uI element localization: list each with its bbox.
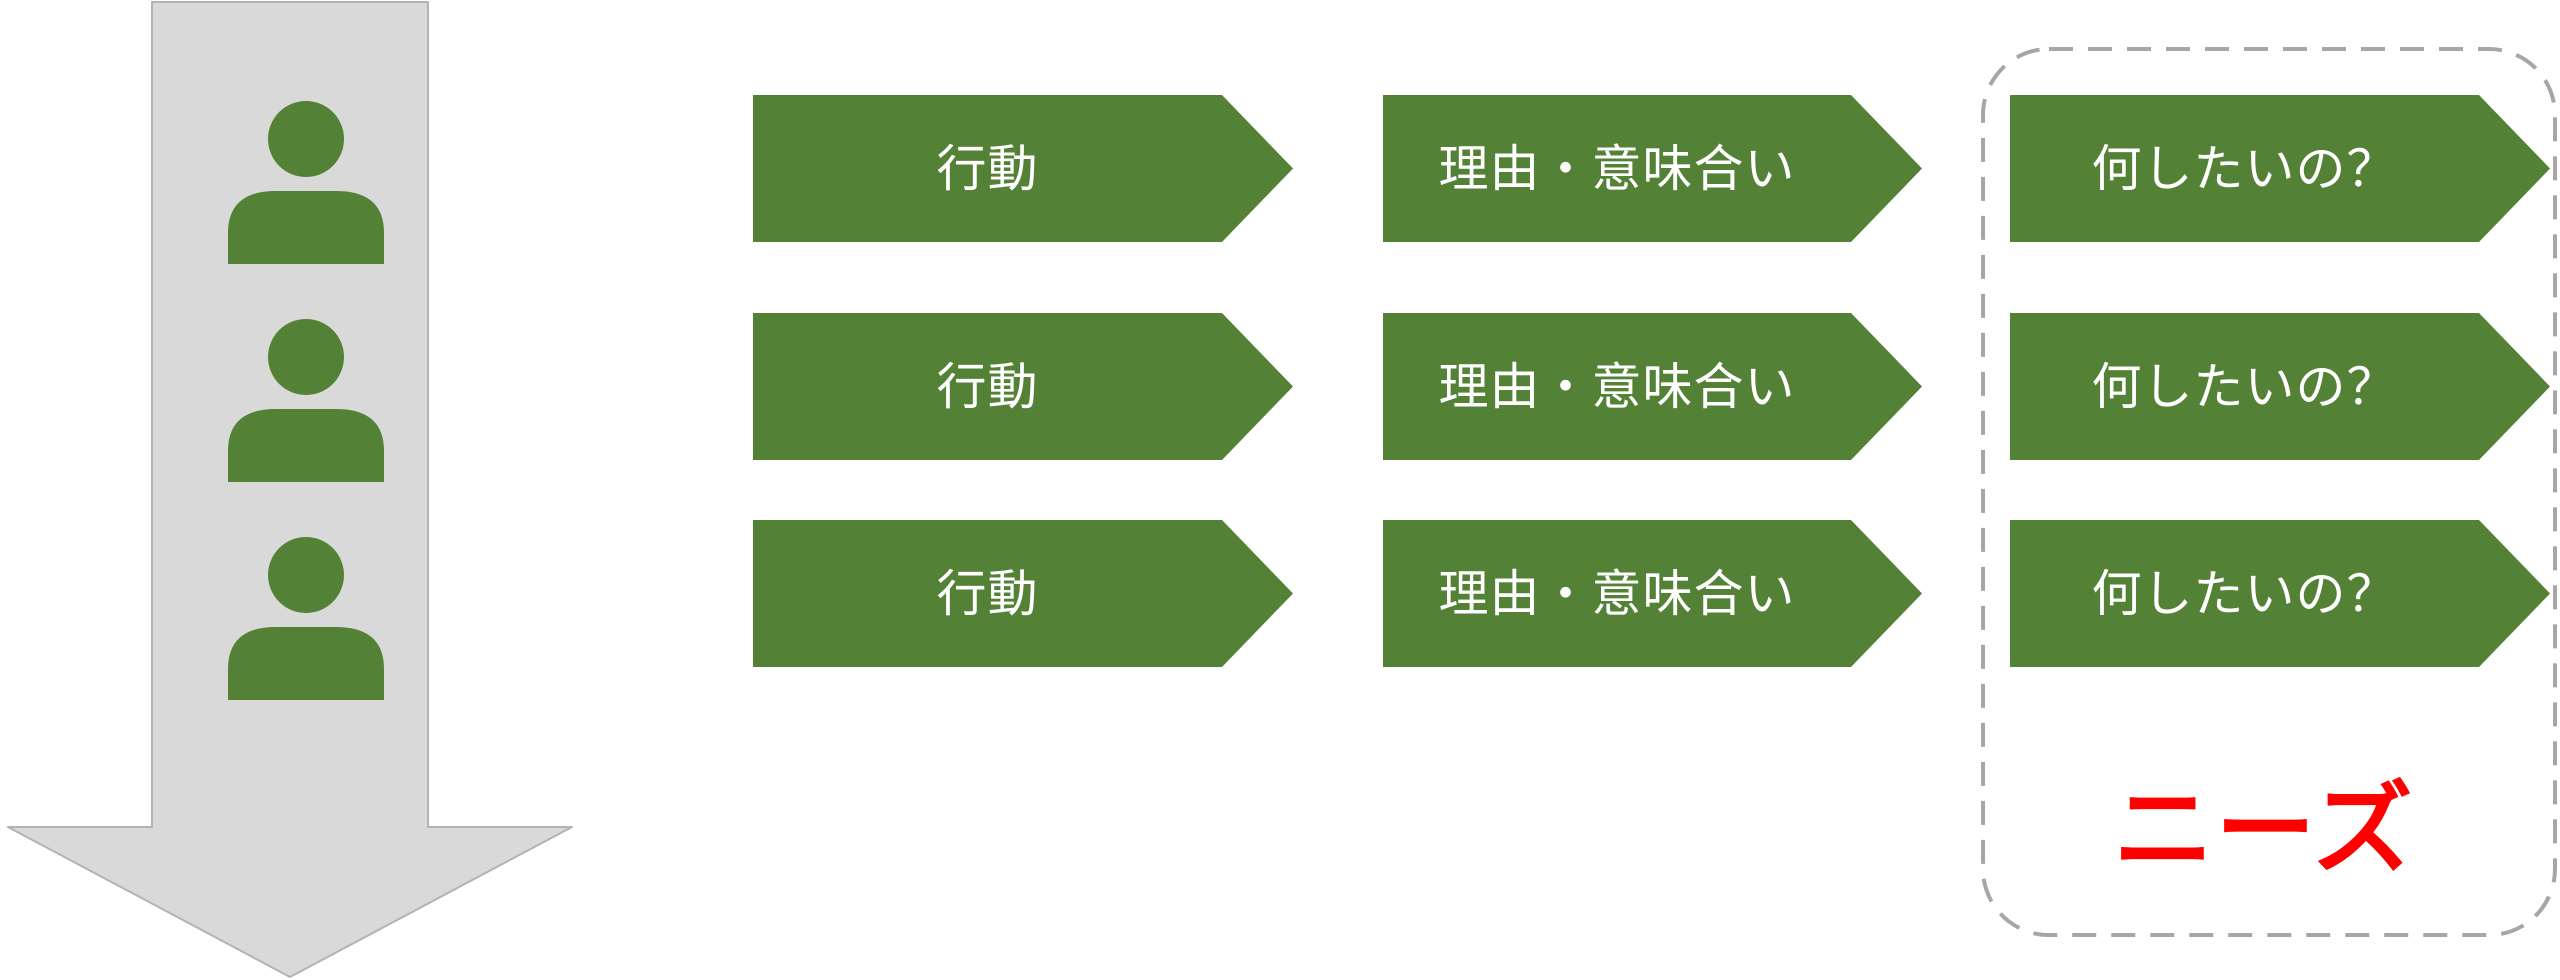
step-label: 何したいの？ bbox=[2091, 357, 2398, 416]
step-label: 何したいの？ bbox=[2091, 139, 2398, 198]
chevron-action-row1: 行動 bbox=[753, 95, 1293, 242]
step-label: 理由・意味合い bbox=[1438, 564, 1796, 623]
step-label: 理由・意味合い bbox=[1438, 139, 1796, 198]
step-label: 行動 bbox=[936, 564, 1039, 623]
chevron-want-row1: 何したいの？ bbox=[2010, 95, 2550, 242]
chevron-reason-row2: 理由・意味合い bbox=[1383, 313, 1922, 460]
person-icon bbox=[228, 537, 384, 700]
chevron-reason-row1: 理由・意味合い bbox=[1383, 95, 1922, 242]
chevron-action-row2: 行動 bbox=[753, 313, 1293, 460]
chevron-reason-row3: 理由・意味合い bbox=[1383, 520, 1922, 667]
chevron-action-row3: 行動 bbox=[753, 520, 1293, 667]
needs-label: ニーズ bbox=[2113, 771, 2415, 888]
needs-dashed-box bbox=[1981, 47, 2557, 937]
step-label: 行動 bbox=[936, 357, 1039, 416]
chevron-want-row2: 何したいの？ bbox=[2010, 313, 2550, 460]
person-icon bbox=[228, 101, 384, 264]
down-arrow-shape bbox=[7, 1, 573, 978]
step-label: 何したいの？ bbox=[2091, 564, 2398, 623]
step-label: 理由・意味合い bbox=[1438, 357, 1796, 416]
chevron-want-row3: 何したいの？ bbox=[2010, 520, 2550, 667]
step-label: 行動 bbox=[936, 139, 1039, 198]
person-icon bbox=[228, 319, 384, 482]
